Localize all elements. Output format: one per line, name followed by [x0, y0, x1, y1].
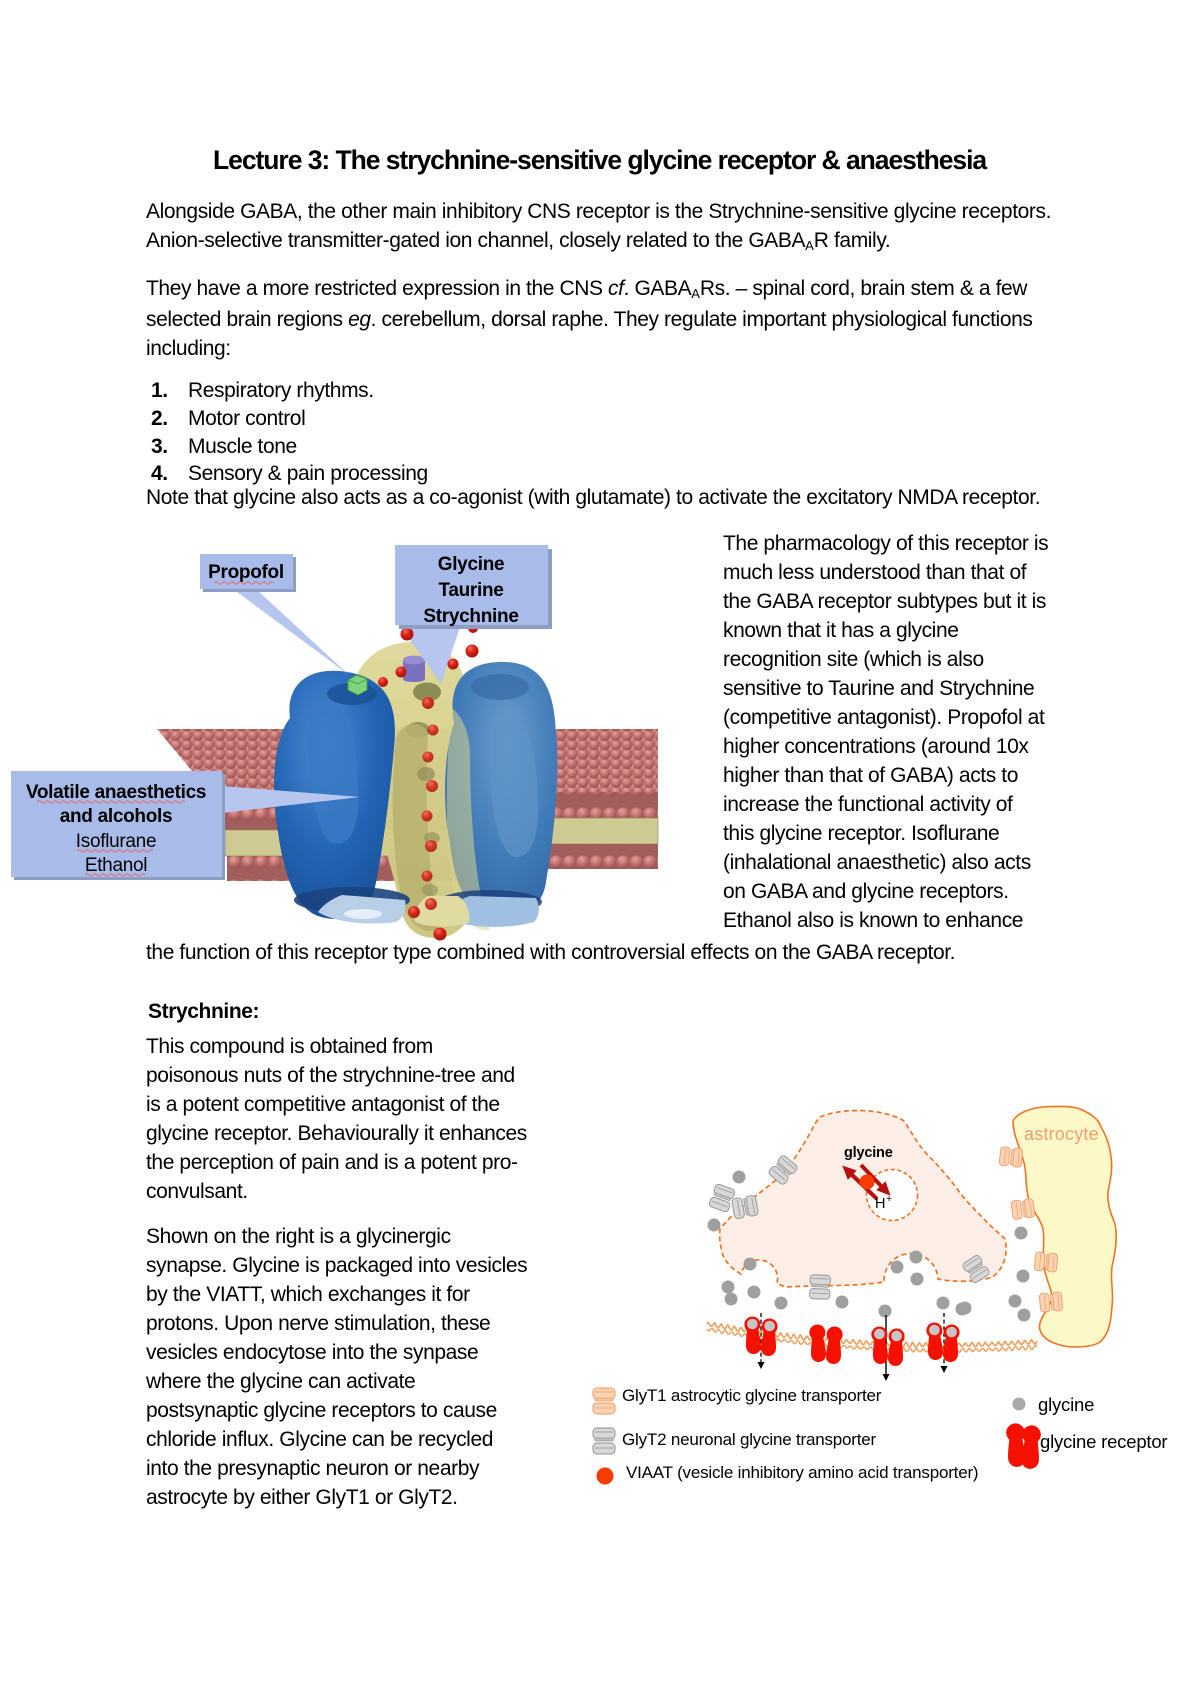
svg-text:and alcohols: and alcohols [60, 806, 173, 827]
svg-text:Propofol: Propofol [208, 562, 284, 583]
svg-text:VIAAT (vesicle inhibitory amin: VIAAT (vesicle inhibitory amino acid tra… [626, 1463, 978, 1482]
svg-text:Isoflurane: Isoflurane [76, 831, 156, 852]
svg-text:glycine: glycine [1038, 1394, 1094, 1415]
svg-text:Glycine: Glycine [438, 554, 505, 575]
svg-text:GlyT1 astrocytic glycine tran: GlyT1 astrocytic glycine transporter [622, 1386, 882, 1405]
svg-text:H: H [875, 1196, 885, 1212]
svg-text:GlyT2 neuronal glycine transpo: GlyT2 neuronal glycine transporter [622, 1430, 877, 1449]
svg-text:+: + [886, 1193, 892, 1205]
svg-text:Taurine: Taurine [438, 580, 503, 601]
svg-text:Ethanol: Ethanol [85, 855, 147, 876]
svg-text:Strychnine: Strychnine [423, 606, 518, 627]
svg-text:astrocyte: astrocyte [1024, 1124, 1099, 1144]
svg-text:glycine: glycine [844, 1145, 893, 1161]
svg-text:glycine receptor: glycine receptor [1040, 1431, 1167, 1452]
svg-text:Volatile anaesthetics: Volatile anaesthetics [26, 782, 206, 803]
